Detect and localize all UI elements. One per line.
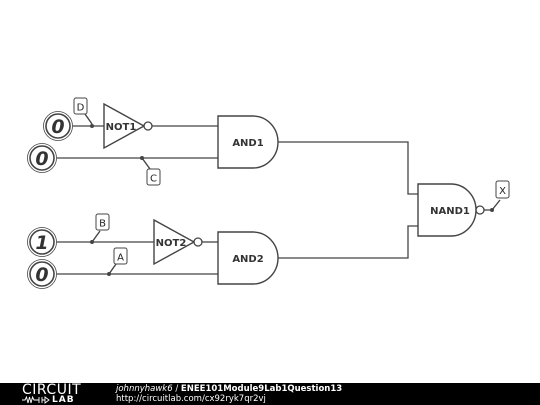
input-a-value: 0 — [35, 264, 48, 286]
input-d-value: 0 — [51, 116, 64, 138]
label-a-text: A — [117, 253, 124, 264]
label-a[interactable]: A — [107, 247, 128, 276]
input-a[interactable]: 0 — [27, 259, 57, 289]
logo-bottom-text: LAB — [52, 395, 75, 405]
not-gate-2[interactable]: NOT2 — [153, 218, 203, 266]
label-d-text: D — [77, 103, 85, 114]
and-gate-1[interactable]: AND1 — [217, 115, 279, 169]
circuit-schematic: 0 0 1 0 D C B A — [27, 97, 510, 289]
label-b-text: B — [99, 219, 106, 230]
label-b[interactable]: B — [90, 213, 110, 244]
input-d[interactable]: 0 — [43, 111, 73, 141]
and-gate-2[interactable]: AND2 — [217, 231, 279, 285]
input-c-value: 0 — [35, 148, 48, 170]
not-gate-1[interactable]: NOT1 — [103, 102, 153, 150]
wire-and2-nand1 — [278, 225, 418, 259]
author-link[interactable]: johnnyhawk6 — [116, 384, 173, 394]
label-x-text: X — [499, 186, 506, 197]
circuit-title[interactable]: ENEE101Module9Lab1Question13 — [180, 384, 343, 394]
waveform-icon — [22, 396, 50, 404]
logo-top-text: CIRCUIT — [22, 382, 82, 398]
label-d[interactable]: D — [73, 97, 94, 128]
label-c[interactable]: C — [140, 156, 161, 186]
and-gate-1-label: AND1 — [232, 138, 263, 149]
nand-gate-1-label: NAND1 — [430, 206, 470, 217]
circuitlab-logo[interactable]: CIRCUIT LAB — [22, 382, 96, 405]
circuit-url[interactable]: http://circuitlab.com/cx92ryk7qr2vj — [116, 394, 266, 404]
footer-bar: CIRCUIT LAB johnnyhawk6 / ENEE101Module9… — [0, 382, 540, 405]
input-b[interactable]: 1 — [27, 227, 57, 257]
wire-and1-nand1 — [278, 141, 418, 195]
input-b-value: 1 — [35, 232, 48, 254]
not-gate-1-label: NOT1 — [106, 122, 137, 133]
and-gate-2-label: AND2 — [232, 254, 263, 265]
not-gate-2-label: NOT2 — [156, 238, 187, 249]
input-c[interactable]: 0 — [27, 143, 57, 173]
label-x[interactable]: X — [490, 180, 510, 212]
separator: / — [172, 384, 181, 394]
label-c-text: C — [150, 174, 157, 185]
nand-gate-1[interactable]: NAND1 — [417, 183, 485, 237]
circuit-meta: johnnyhawk6 / ENEE101Module9Lab1Question… — [116, 384, 342, 404]
